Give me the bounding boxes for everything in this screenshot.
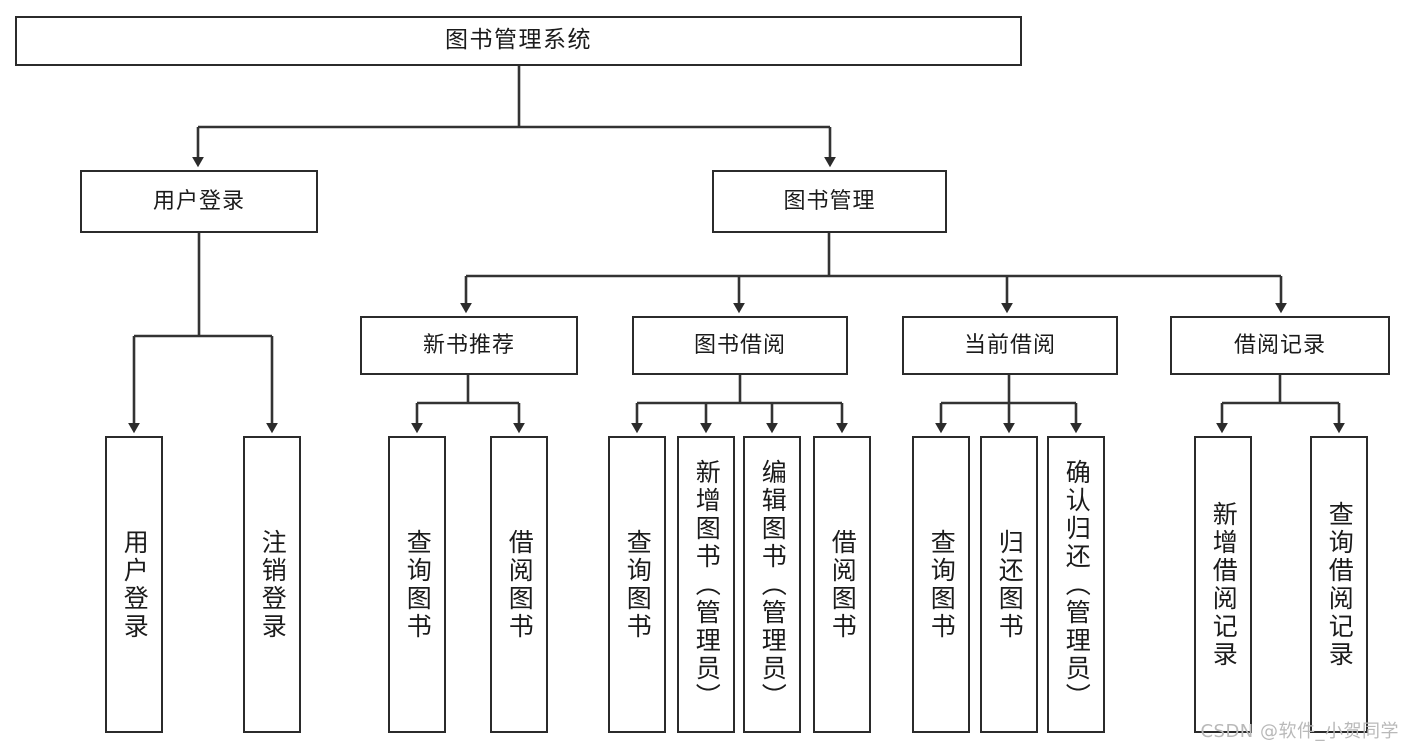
node-label: 查询借阅记录 [1325, 500, 1355, 669]
leaf-new-book-borrow[interactable]: 借阅图书 [490, 436, 548, 733]
leaf-book-borrow-borrow[interactable]: 借阅图书 [813, 436, 871, 733]
leaf-new-book-query[interactable]: 查询图书 [388, 436, 446, 733]
node-label: 用户登录 [152, 188, 245, 214]
node-label: 查询图书 [403, 528, 433, 641]
node-book-borrow[interactable]: 图书借阅 [632, 316, 848, 375]
node-label: 新增借阅记录 [1209, 500, 1239, 669]
node-label: 编辑图书（管理员） [758, 458, 788, 711]
leaf-current-borrow-return[interactable]: 归还图书 [980, 436, 1038, 733]
leaf-user-login-logout[interactable]: 注销登录 [243, 436, 301, 733]
node-label: 当前借阅 [963, 332, 1056, 358]
node-label: 注销登录 [258, 528, 288, 641]
node-label: 查询图书 [623, 528, 653, 641]
node-label: 借阅图书 [505, 528, 535, 641]
leaf-borrow-record-add[interactable]: 新增借阅记录 [1194, 436, 1252, 733]
watermark: CSDN @软件_小贺同学 [1200, 721, 1399, 742]
leaf-book-borrow-query[interactable]: 查询图书 [608, 436, 666, 733]
leaf-current-borrow-confirm-return[interactable]: 确认归还（管理员） [1047, 436, 1105, 733]
node-label: 归还图书 [995, 528, 1025, 641]
node-book-management[interactable]: 图书管理 [712, 170, 947, 233]
leaf-book-borrow-add[interactable]: 新增图书（管理员） [677, 436, 735, 733]
node-new-book-recommend[interactable]: 新书推荐 [360, 316, 578, 375]
node-borrow-record[interactable]: 借阅记录 [1170, 316, 1390, 375]
leaf-current-borrow-query[interactable]: 查询图书 [912, 436, 970, 733]
node-label: 新书推荐 [422, 332, 515, 358]
node-root-system[interactable]: 图书管理系统 [15, 16, 1022, 66]
node-label: 图书管理 [783, 188, 876, 214]
node-label: 借阅记录 [1233, 332, 1326, 358]
node-label: 借阅图书 [828, 528, 858, 641]
node-current-borrow[interactable]: 当前借阅 [902, 316, 1118, 375]
node-label: 确认归还（管理员） [1062, 458, 1092, 711]
node-label: 图书借阅 [693, 332, 786, 358]
leaf-user-login-login[interactable]: 用户登录 [105, 436, 163, 733]
leaf-borrow-record-query[interactable]: 查询借阅记录 [1310, 436, 1368, 733]
leaf-book-borrow-edit[interactable]: 编辑图书（管理员） [743, 436, 801, 733]
node-label: 图书管理系统 [445, 27, 592, 54]
node-user-login[interactable]: 用户登录 [80, 170, 318, 233]
node-label: 新增图书（管理员） [692, 458, 722, 711]
node-label: 查询图书 [927, 528, 957, 641]
node-label: 用户登录 [120, 528, 150, 641]
